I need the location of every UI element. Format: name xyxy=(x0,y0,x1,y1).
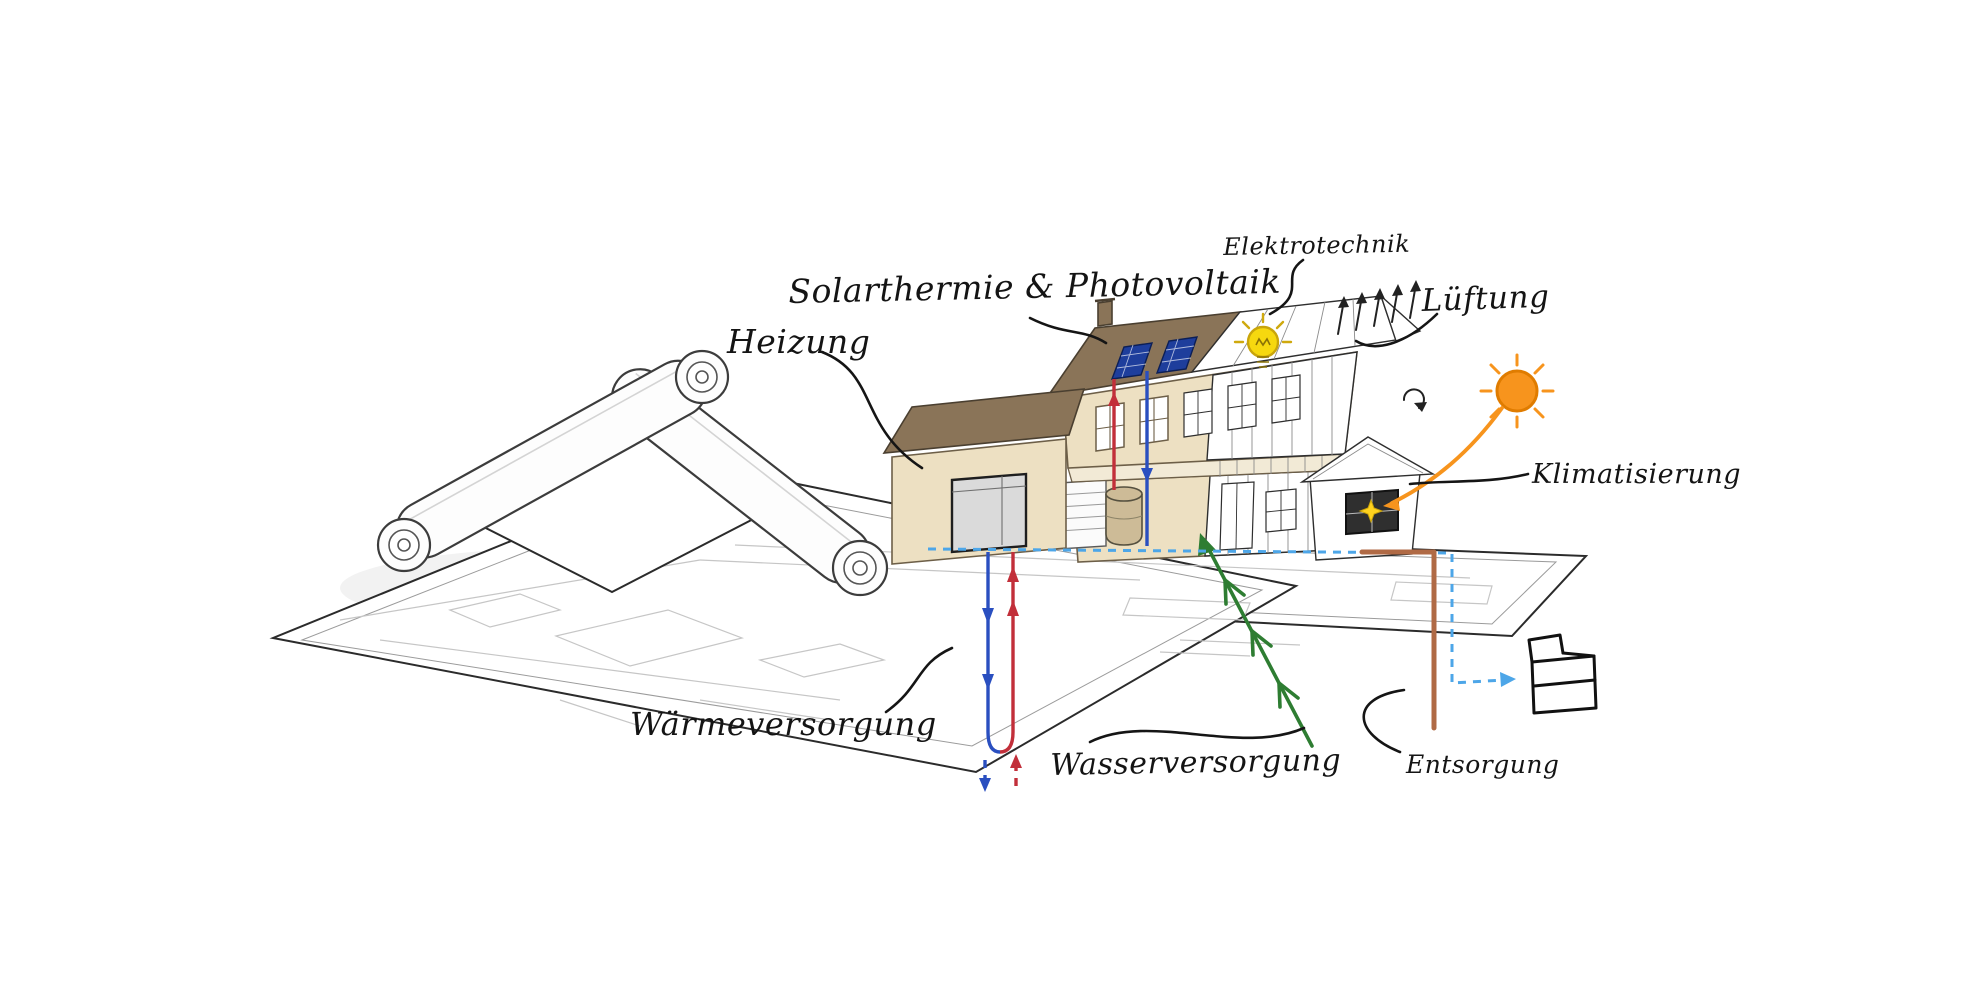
klimatisierung-connector xyxy=(1408,472,1530,486)
label-waermeversorgung: Wärmeversorgung xyxy=(630,705,937,743)
house-icon xyxy=(882,293,1436,565)
heat-pump-unit xyxy=(950,472,1028,554)
chimney xyxy=(1097,300,1113,327)
second-floor-window-wireframe xyxy=(1227,381,1257,431)
air-duct-dashed xyxy=(927,547,1516,687)
blueprint-rolls-icon xyxy=(376,349,889,597)
waste-pipe xyxy=(1359,549,1437,731)
label-connectors xyxy=(820,258,1530,754)
elektrotechnik-connector xyxy=(1268,258,1305,316)
label-lueftung: Lüftung xyxy=(1421,278,1550,319)
label-elektrotechnik: Elektrotechnik xyxy=(1223,229,1411,261)
solar-connector xyxy=(1028,316,1108,345)
label-heizung: Heizung xyxy=(727,322,871,361)
label-entsorgung: Entsorgung xyxy=(1406,750,1560,779)
waste-bin-icon xyxy=(1527,633,1598,715)
water-supply-arrows xyxy=(1198,533,1314,748)
second-floor-window xyxy=(1139,395,1169,445)
ventilation-arrows xyxy=(1337,280,1427,412)
geothermal-loop xyxy=(979,552,1022,792)
waermeversorgung-connector xyxy=(884,646,954,714)
second-floor-window-wireframe xyxy=(1271,374,1301,424)
light-bulb-icon xyxy=(1233,312,1293,368)
front-door xyxy=(1219,481,1255,551)
entsorgung-connector xyxy=(1362,688,1406,754)
second-floor-window xyxy=(1095,402,1125,452)
second-floor-window-wireframe xyxy=(1183,388,1213,438)
label-klimatisierung: Klimatisierung xyxy=(1532,459,1742,490)
lueftung-connector xyxy=(1354,312,1439,348)
sun-ray-line xyxy=(1358,406,1504,524)
energy-flows xyxy=(927,280,1598,792)
boiler-tank xyxy=(1105,486,1143,546)
wasserversorgung-connector xyxy=(1088,726,1306,744)
solar-pipes xyxy=(1108,371,1153,546)
solar-panel-icon xyxy=(1110,336,1199,380)
label-wasserversorgung: Wasserversorgung xyxy=(1050,742,1342,783)
sun-icon xyxy=(1479,353,1555,429)
heizung-connector xyxy=(820,350,924,470)
